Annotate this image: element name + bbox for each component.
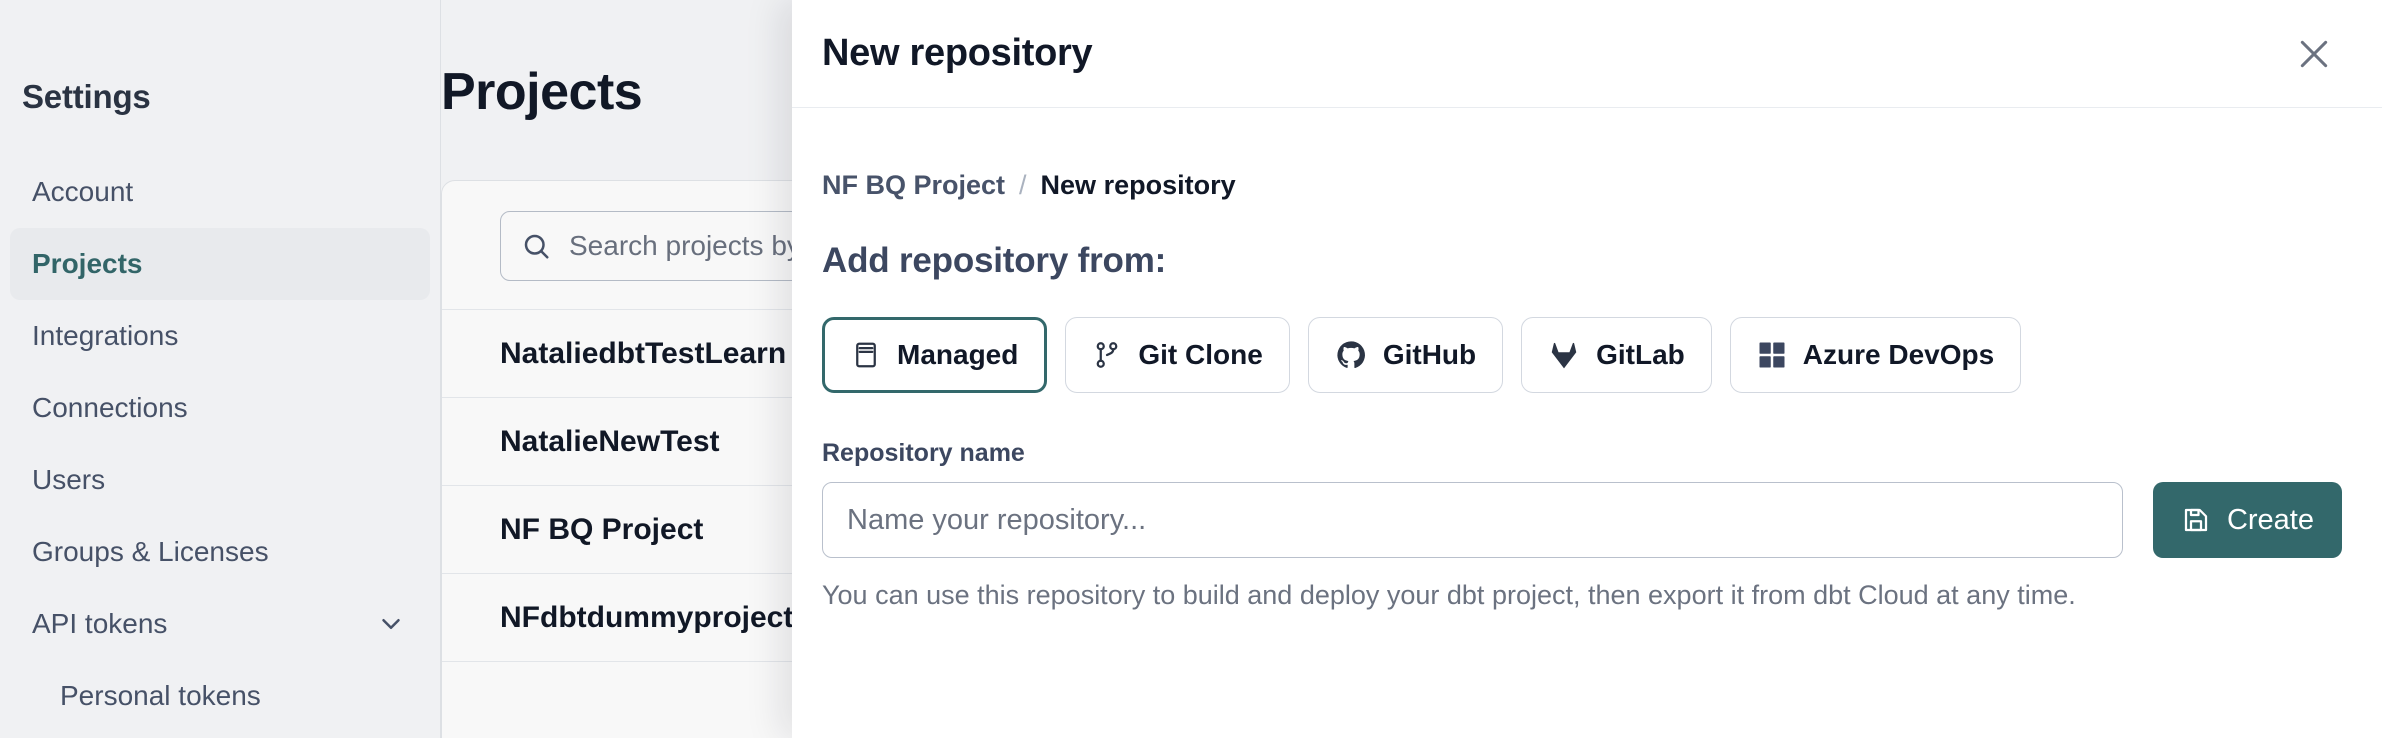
repository-name-row: Name your repository... Create [822,482,2342,558]
project-name: NatalieNewTest [500,424,720,458]
sidebar-item-connections[interactable]: Connections [10,372,430,444]
sidebar-item-label: Groups & Licenses [32,536,269,567]
sidebar-item-label: Account [32,176,134,207]
database-icon [851,340,881,370]
breadcrumb: NF BQ Project / New repository [822,170,2342,201]
source-option-gitlab[interactable]: GitLab [1521,317,1712,393]
sidebar-item-account[interactable]: Account [10,156,430,228]
create-button-label: Create [2226,503,2314,536]
sidebar-item-label: Personal tokens [60,680,261,711]
repository-name-placeholder: Name your repository... [847,503,1147,536]
sidebar-item-api-tokens[interactable]: API tokens [10,588,430,660]
sidebar-item-groups-and-licenses[interactable]: Groups & Licenses [10,516,430,588]
source-option-label: Azure DevOps [1802,339,1995,370]
project-name: NF BQ Project [500,512,704,546]
new-repository-panel: New repository NF BQ Project / New repos… [792,0,2382,738]
settings-sidebar: Settings Account Projects Integrations C… [0,0,441,738]
panel-body: NF BQ Project / New repository Add repos… [792,108,2382,738]
sidebar-item-integrations[interactable]: Integrations [10,300,430,372]
source-option-git-clone[interactable]: Git Clone [1065,317,1290,393]
helper-text: You can use this repository to build and… [822,580,2076,610]
sidebar-item-users[interactable]: Users [10,444,430,516]
sidebar-item-label: API tokens [32,608,168,639]
panel-title: New repository [822,32,1093,74]
sidebar-item-label: Users [32,464,106,495]
github-icon [1335,339,1367,371]
save-icon [2181,505,2211,535]
source-option-managed[interactable]: Managed [822,317,1048,393]
close-icon[interactable] [2286,26,2342,82]
gitlab-icon [1548,339,1580,371]
sidebar-item-label: Projects [32,248,143,279]
sidebar-item-label: Integrations [32,320,179,351]
breadcrumb-current: New repository [1040,170,1236,200]
project-name: NFdbtdummyproject [500,600,794,634]
project-name: NataliedbtTestLearn T [500,336,813,370]
sidebar-item-personal-tokens[interactable]: Personal tokens [10,660,430,732]
sidebar-item-label: Connections [32,392,188,423]
source-option-label: Managed [897,339,1019,370]
breadcrumb-separator: / [1019,170,1027,200]
page-title: Projects [441,63,643,121]
repository-name-input[interactable]: Name your repository... [822,482,2123,558]
azure-devops-icon [1757,340,1787,370]
chevron-down-icon [376,609,406,639]
source-option-label: Git Clone [1138,339,1263,370]
sidebar-item-projects[interactable]: Projects [10,228,430,300]
source-option-azure-devops[interactable]: Azure DevOps [1729,317,2022,393]
repository-name-label: Repository name [822,439,1025,467]
section-heading: Add repository from: [822,241,1167,280]
source-option-label: GitHub [1382,339,1477,370]
repository-source-options: Managed Git Clone [822,317,2342,393]
search-icon [521,231,551,261]
git-branch-icon [1092,340,1122,370]
breadcrumb-parent-link[interactable]: NF BQ Project [822,170,1006,200]
source-option-label: GitLab [1596,339,1685,370]
panel-header: New repository [792,0,2382,108]
create-button[interactable]: Create [2152,482,2342,558]
source-option-github[interactable]: GitHub [1307,317,1504,393]
sidebar-title: Settings [22,78,151,115]
